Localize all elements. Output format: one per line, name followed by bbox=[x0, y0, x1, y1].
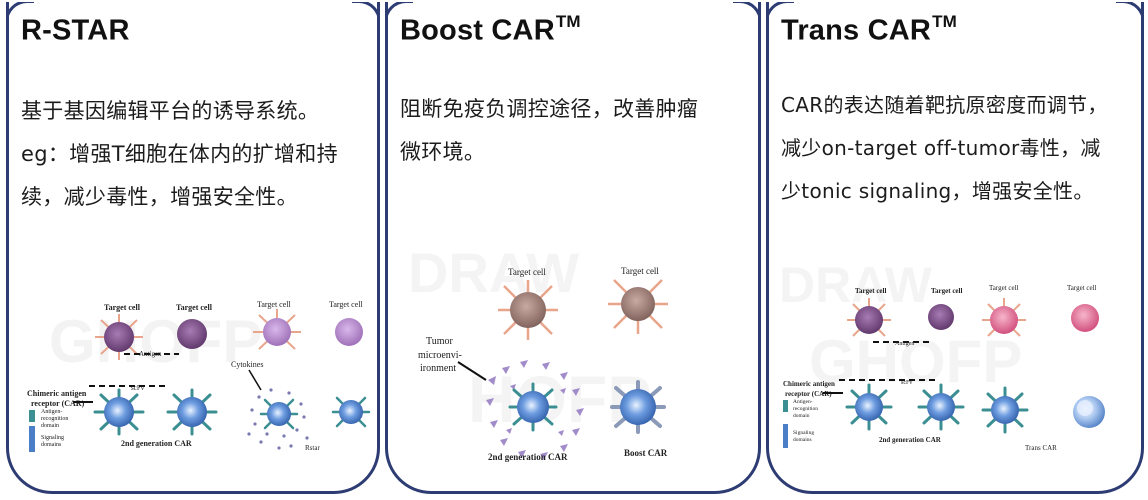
boost-car-t-cell bbox=[610, 380, 666, 434]
panel-description: 阻断免疫负调控途径，改善肿瘤 微环境。 bbox=[400, 88, 750, 174]
target-cell-label: Target cell bbox=[104, 303, 141, 312]
description-line: 少tonic signaling，增强安全性。 bbox=[781, 179, 1094, 203]
panel-title: Trans CARTM bbox=[781, 12, 958, 47]
antigen-label: Antigen bbox=[895, 341, 914, 347]
description-line: 减少on-target off-tumor毒性，减 bbox=[781, 136, 1101, 160]
target-cell-label: Target cell bbox=[329, 300, 363, 309]
tumor-cell bbox=[928, 304, 954, 330]
target-cell-label: Target cell bbox=[257, 300, 291, 309]
antigen-label: Antigen bbox=[139, 350, 162, 358]
tumor-cell bbox=[177, 319, 207, 349]
antigen-recognition-domain-icon bbox=[783, 400, 788, 412]
legend-text: domains bbox=[41, 442, 62, 448]
car-legend-label: receptor (CAR) bbox=[785, 390, 832, 398]
immunosuppressive-environment bbox=[486, 360, 584, 460]
panel-description: CAR的表达随着靶抗原密度而调节， 减少on-target off-tumor毒… bbox=[781, 84, 1133, 213]
car-legend-label: receptor (CAR) bbox=[31, 399, 85, 408]
description-line: 基于基因编辑平台的诱导系统。 bbox=[21, 99, 320, 123]
tme-label: microenvi- bbox=[418, 350, 462, 361]
legend-text: Antigen- bbox=[793, 399, 813, 405]
target-cell-label: Target cell bbox=[508, 267, 546, 277]
car-t-cell bbox=[166, 388, 218, 436]
car-legend-label: Chimeric antigen bbox=[27, 389, 87, 398]
car-t-cell bbox=[508, 382, 558, 432]
watermark-text: GHOFP bbox=[809, 328, 1022, 395]
legend-text: domain bbox=[41, 423, 59, 429]
car-t-cell bbox=[845, 383, 893, 431]
boost-car-panel: Boost CARTM 阻断免疫负调控途径，改善肿瘤 微环境。 DRAW HOF… bbox=[385, 2, 761, 494]
antigen-recognition-domain-icon bbox=[29, 410, 35, 422]
tumor-cell-with-antigen bbox=[982, 298, 1026, 337]
cytokines-label: Cytokines bbox=[231, 360, 263, 369]
rstar-illustration: GHOFP Target cell Target cell Target cel… bbox=[27, 300, 371, 452]
panel-corner-right bbox=[1116, 2, 1141, 35]
watermark-text: DRAW bbox=[779, 257, 933, 313]
rstar-label: Rstar bbox=[305, 444, 320, 452]
watermark-text: DRAW bbox=[408, 241, 579, 304]
signaling-domain-icon bbox=[783, 424, 788, 448]
scfv-label: scFv bbox=[901, 380, 912, 386]
second-gen-car-label: 2nd generation CAR bbox=[488, 452, 568, 462]
description-line: 微环境。 bbox=[400, 140, 486, 164]
tumor-cell bbox=[335, 318, 363, 346]
tme-label: ironment bbox=[420, 363, 456, 374]
watermark-text: GHOFP bbox=[49, 308, 262, 375]
description-line: eg：增强T细胞在体内的扩增和持 bbox=[21, 142, 338, 166]
car-t-cell bbox=[93, 388, 145, 436]
rstar-panel: R-STAR 基于基因编辑平台的诱导系统。 eg：增强T细胞在体内的扩增和持 续… bbox=[6, 2, 380, 494]
legend-text: Signaling bbox=[41, 435, 64, 441]
tumor-cell-with-antigen bbox=[253, 309, 301, 350]
trans-car-label: Trans CAR bbox=[1025, 444, 1057, 452]
scfv-label: scFv bbox=[131, 384, 145, 392]
description-line: CAR的表达随着靶抗原密度而调节， bbox=[781, 93, 1108, 117]
resting-t-cell bbox=[1073, 396, 1105, 428]
tme-label: Tumor bbox=[426, 336, 454, 347]
description-line: 阻断免疫负调控途径，改善肿瘤 bbox=[400, 97, 699, 121]
panel-corner-left bbox=[9, 2, 34, 35]
rstar-t-cell-with-cytokines bbox=[247, 388, 309, 450]
target-cell-label: Target cell bbox=[855, 287, 886, 295]
panel-title: R-STAR bbox=[21, 14, 130, 47]
panel-corner-left bbox=[769, 2, 794, 35]
panel-corner-left bbox=[388, 2, 413, 35]
tumor-cell-with-antigen bbox=[608, 279, 668, 334]
target-cell-label: Target cell bbox=[621, 266, 659, 276]
target-cell-label: Target cell bbox=[989, 284, 1019, 292]
target-cell-label: Target cell bbox=[176, 303, 213, 312]
legend-text: Antigen- bbox=[41, 409, 62, 415]
panel-title: Boost CARTM bbox=[400, 12, 581, 47]
target-cell-label: Target cell bbox=[1067, 284, 1097, 292]
trans-car-panel: Trans CARTM CAR的表达随着靶抗原密度而调节， 减少on-targe… bbox=[766, 2, 1144, 494]
legend-text: domains bbox=[793, 437, 812, 443]
tumor-cell-with-antigen bbox=[847, 298, 891, 337]
tme-pointer bbox=[457, 361, 487, 381]
trans-car-t-cell bbox=[981, 386, 1029, 434]
cytokines-pointer bbox=[248, 369, 262, 391]
legend-text: recognition bbox=[793, 406, 818, 412]
second-gen-car-label: 2nd generation CAR bbox=[879, 436, 942, 444]
car-t-cell bbox=[331, 396, 371, 428]
panel-corner-right bbox=[733, 2, 758, 35]
panel-description: 基于基因编辑平台的诱导系统。 eg：增强T细胞在体内的扩增和持 续，减少毒性，增… bbox=[21, 90, 369, 219]
panel-corner-right bbox=[352, 2, 377, 35]
tumor-cell-with-antigen bbox=[95, 314, 143, 360]
legend-text: domain bbox=[793, 413, 810, 419]
trans-car-illustration: DRAW GHOFP Target cell Target cell Targe… bbox=[779, 257, 1105, 452]
legend-text: recognition bbox=[41, 416, 68, 422]
car-t-cell bbox=[917, 383, 965, 431]
description-line: 续，减少毒性，增强安全性。 bbox=[21, 185, 298, 209]
tumor-cell-with-antigen bbox=[498, 280, 558, 340]
signaling-domain-icon bbox=[29, 426, 35, 452]
boost-car-illustration: DRAW HOFP Target cell Target cell Tumor … bbox=[408, 241, 668, 462]
boost-car-label: Boost CAR bbox=[624, 448, 668, 458]
target-cell-label: Target cell bbox=[931, 287, 962, 295]
legend-text: Signaling bbox=[793, 430, 814, 436]
car-legend-label: Chimeric antigen bbox=[783, 380, 835, 388]
second-gen-car-label: 2nd generation CAR bbox=[121, 439, 192, 448]
tumor-cell bbox=[1071, 304, 1099, 332]
